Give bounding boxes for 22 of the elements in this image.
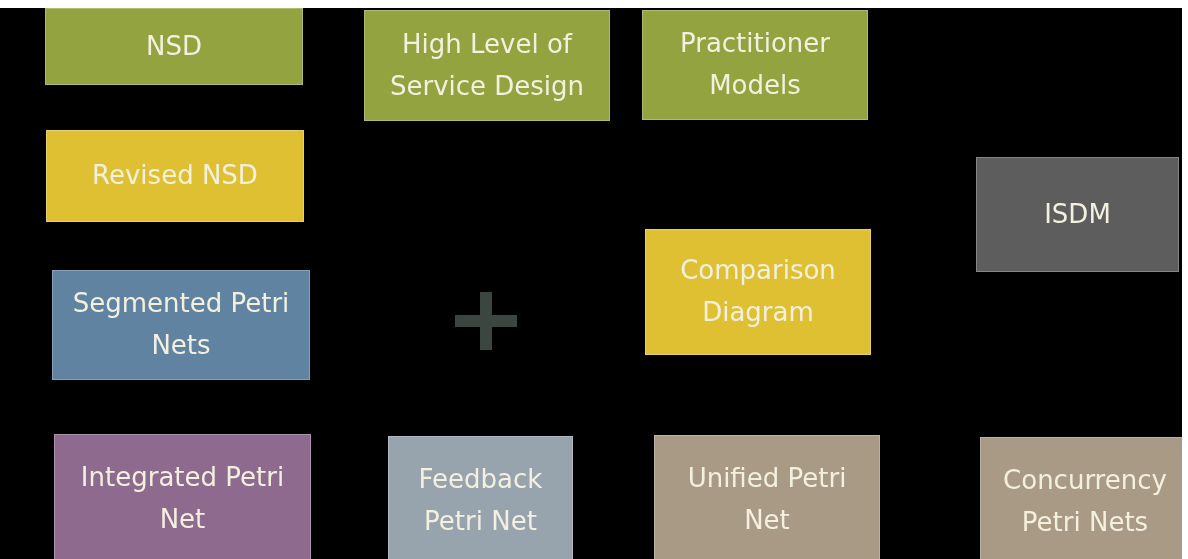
box-label: ISDM [1043,197,1112,231]
colored-box [52,270,310,380]
box-label: NSD [145,29,203,63]
colored-box [54,434,311,559]
box-label: Feedback Petri Net [417,463,544,538]
colored-box [46,130,304,222]
colored-box [45,8,303,85]
colored-box [645,229,871,355]
colored-box [976,157,1179,272]
box-label: Segmented Petri Nets [71,287,291,362]
box-label: Integrated Petri Net [79,461,286,536]
box-label: High Level of Service Design [388,27,586,103]
box-label: Revised NSD [91,159,259,193]
colored-box [364,10,610,121]
colored-box [388,436,573,559]
box-label: Comparison Diagram [679,254,837,329]
box-label: Concurrency Petri Nets [1002,464,1168,539]
colored-box [642,10,868,120]
box-label: Unified Petri Net [686,462,848,537]
box-label: Practitioner Models [678,27,831,102]
colored-box [980,437,1182,559]
colored-box [654,435,880,559]
